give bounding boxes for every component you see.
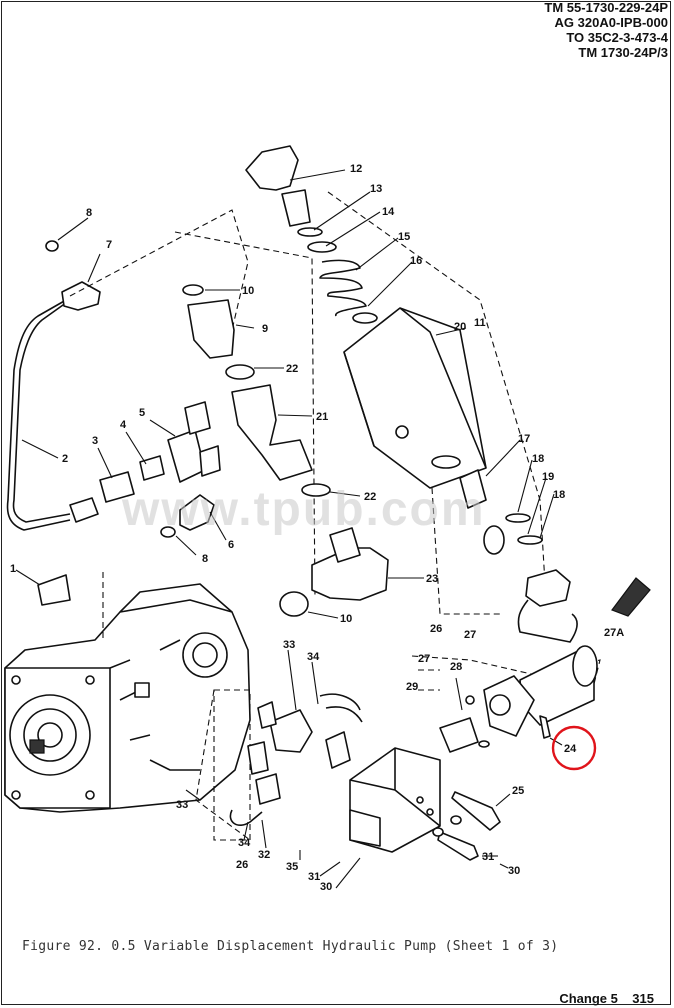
callout-17: 17 [518, 433, 530, 445]
callout-1: 1 [10, 563, 16, 575]
page-footer: Change 5 315 [559, 991, 654, 1006]
figure-caption: Figure 92. 0.5 Variable Displacement Hyd… [22, 939, 559, 954]
callout-13: 13 [370, 183, 382, 195]
header-line-1: TM 55-1730-229-24P [544, 0, 668, 15]
callout-8-bottom: 8 [202, 553, 208, 565]
callout-26-top: 26 [430, 623, 442, 635]
callout-4: 4 [120, 419, 127, 431]
fitting-9 [187, 299, 235, 359]
callout-34-bottom: 34 [238, 837, 251, 849]
callout-19: 19 [542, 471, 554, 483]
o-ring-8-bottom [160, 526, 176, 538]
callout-22-bottom: 22 [364, 491, 376, 503]
callout-34-top: 34 [307, 651, 320, 663]
callout-23: 23 [426, 573, 438, 585]
callout-6: 6 [228, 539, 234, 551]
callout-31-bottom: 31 [308, 871, 320, 883]
view-arrow [611, 577, 651, 617]
callout-5: 5 [139, 407, 145, 419]
header-line-2: AG 320A0-IPB-000 [554, 15, 668, 30]
page-number: 315 [632, 991, 654, 1006]
header-line-4: TM 1730-24P/3 [578, 45, 668, 60]
seal-22-top [225, 364, 255, 380]
gasket-1 [37, 574, 71, 606]
callout-25: 25 [512, 785, 524, 797]
switch-34 [269, 709, 313, 753]
callout-26-bottom: 26 [236, 859, 248, 871]
callout-15: 15 [398, 231, 410, 243]
callout-30-right: 30 [508, 865, 520, 877]
callout-27-mid: 27 [418, 653, 430, 665]
callout-22-top: 22 [286, 363, 298, 375]
connector-27A [525, 569, 571, 607]
callout-3: 3 [92, 435, 98, 447]
highlight-circle-24 [551, 725, 597, 771]
callout-7: 7 [106, 239, 112, 251]
callout-24: 24 [564, 743, 577, 755]
valve-body-11 [343, 307, 487, 489]
fittings-3-4-5 [69, 401, 221, 523]
valve-stack [245, 145, 378, 324]
o-ring-10-top [182, 284, 204, 296]
callout-32: 32 [258, 849, 270, 861]
callout-2: 2 [62, 453, 68, 465]
callout-11: 11 [474, 317, 486, 329]
callout-14: 14 [382, 206, 395, 218]
elbow-6 [179, 494, 215, 531]
callout-27A: 27A [604, 627, 624, 639]
screw-25 [451, 791, 501, 831]
callout-20: 20 [454, 321, 466, 333]
sleeve-21 [231, 384, 313, 481]
callout-16: 16 [410, 255, 422, 267]
seal-22-bottom [301, 483, 331, 497]
callout-27-top: 27 [464, 629, 476, 641]
callout-18-top: 18 [532, 453, 544, 465]
plunger-17 [459, 469, 487, 509]
fitting-7 [61, 281, 101, 311]
callout-30-bottom: 30 [320, 881, 332, 893]
callout-10-top: 10 [242, 285, 254, 297]
o-ring-8-top [45, 240, 59, 252]
callout-18-bottom: 18 [553, 489, 565, 501]
change-number: Change 5 [559, 991, 618, 1006]
callout-29: 29 [406, 681, 418, 693]
o-ring-10-bottom [279, 591, 309, 617]
callout-21: 21 [316, 411, 328, 423]
callout-9: 9 [262, 323, 268, 335]
callout-12: 12 [350, 163, 362, 175]
document-header: TM 55-1730-229-24P AG 320A0-IPB-000 TO 3… [544, 0, 668, 60]
callout-8-top: 8 [86, 207, 92, 219]
callout-35: 35 [286, 861, 298, 873]
callout-33-top: 33 [283, 639, 295, 651]
callout-28: 28 [450, 661, 462, 673]
callout-33-bottom: 33 [176, 799, 188, 811]
screw-31 [437, 831, 479, 861]
callout-10-bottom: 10 [340, 613, 352, 625]
pump-body [4, 583, 251, 813]
callout-31-right: 31 [482, 851, 494, 863]
header-line-3: TO 35C2-3-473-4 [566, 30, 668, 45]
tube-2 [6, 299, 71, 531]
